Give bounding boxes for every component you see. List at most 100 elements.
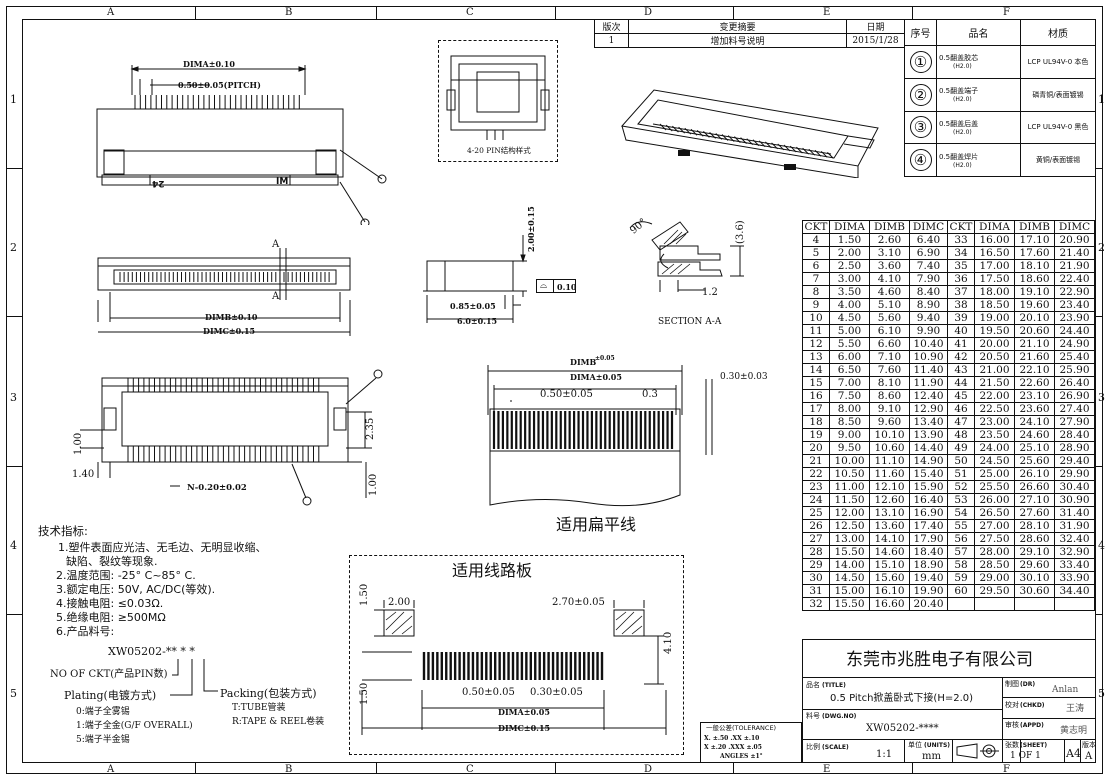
ckt-header-2: DIMB xyxy=(869,220,910,234)
ckt-cell: 10.50 xyxy=(829,467,870,481)
grid-row-label: 3 xyxy=(10,391,17,404)
ckt-cell: 4 xyxy=(802,233,830,247)
ckt-cell: 26.60 xyxy=(1014,480,1055,494)
ckt-cell: 27.10 xyxy=(1014,493,1055,507)
ckt-cell: 24.10 xyxy=(1014,415,1055,429)
ckt-cell: 21.40 xyxy=(1054,246,1095,260)
ckt-cell: 29.40 xyxy=(1054,454,1095,468)
ckt-header-3: DIMC xyxy=(909,220,948,234)
ckt-cell: 18 xyxy=(802,415,830,429)
ckt-cell: 10.90 xyxy=(909,350,948,364)
dim-085: 0.85±0.05 xyxy=(450,301,496,311)
parts-row: ④ 0.5翻盖焊片(H2.0) 黄铜/表面镀锡 xyxy=(904,143,1096,177)
tb-name-value: 0.5 Pitch掀盖卧式下接(H=2.0) xyxy=(830,693,974,704)
part-name-1: 0.5翻盖胶芯 xyxy=(939,54,979,63)
tb-line xyxy=(802,739,1096,740)
ckt-cell: 2.50 xyxy=(829,259,870,273)
tb-sheet-value: 1 OF 1 xyxy=(1010,751,1041,761)
ckt-cell: 14.50 xyxy=(829,571,870,585)
part-no-4: ④ xyxy=(909,149,932,172)
ckt-cell: 35 xyxy=(947,259,975,273)
ckt-cell: 7.00 xyxy=(829,376,870,390)
rev-1-date: 2015/1/28 xyxy=(846,33,905,48)
tb-line xyxy=(802,709,1002,710)
ckt-cell: 38 xyxy=(947,298,975,312)
tb-line xyxy=(952,739,953,763)
rev-1-ver: 1 xyxy=(594,33,629,48)
fpc-dima: DIMA±0.05 xyxy=(570,372,622,382)
ckt-cell: 22.90 xyxy=(1054,285,1095,299)
ckt-cell: 2.00 xyxy=(829,246,870,260)
grid-tick xyxy=(6,316,22,317)
grid-row-label: 2 xyxy=(1098,241,1105,254)
ckt-cell: 19.60 xyxy=(1014,298,1055,312)
pcb-pitch: 0.50±0.05 xyxy=(462,687,515,698)
dima-top-label: DIMA±0.10 xyxy=(183,59,235,69)
ckt-cell: 33.40 xyxy=(1054,558,1095,572)
ckt-cell: 20.60 xyxy=(1014,324,1055,338)
grid-tick xyxy=(1096,466,1103,467)
ckt-cell: 6.90 xyxy=(909,246,948,260)
ckt-cell: 17.50 xyxy=(974,272,1015,286)
parts-table: 序号 品名 材质 ① 0.5翻盖胶芯(H2.0) LCP UL94V-0 本色 … xyxy=(904,19,1096,177)
ckt-cell: 29.60 xyxy=(1014,558,1055,572)
ckt-cell: 56 xyxy=(947,532,975,546)
ckt-cell: 15.00 xyxy=(829,584,870,598)
tolerance-row-3: ANGLES ±1° xyxy=(720,753,763,760)
ckt-cell: 29 xyxy=(802,558,830,572)
ckt-cell: 23.40 xyxy=(1054,298,1095,312)
title-block xyxy=(802,639,1096,763)
ckt-cell: 6.50 xyxy=(829,363,870,377)
tb-line xyxy=(1020,739,1021,763)
ckt-cell: 30.90 xyxy=(1054,493,1095,507)
ckt-cell: 29.00 xyxy=(974,571,1015,585)
ckt-cell: 25.00 xyxy=(974,467,1015,481)
ckt-cell: 23.50 xyxy=(974,428,1015,442)
rev-h-summary: 变更摘要 xyxy=(628,19,847,34)
ckt-cell: 19.40 xyxy=(909,571,948,585)
ckt-cell: 20.40 xyxy=(909,597,948,611)
pcb-dima: DIMA±0.05 xyxy=(498,707,550,717)
ckt-cell: 7.10 xyxy=(869,350,910,364)
ckt-header-1: DIMA xyxy=(829,220,870,234)
tb-dwg-label-en: (DWG.NO) xyxy=(822,713,857,720)
dim-36: (3.6) xyxy=(735,220,746,244)
tb-name-label: 品名 xyxy=(806,681,820,689)
outer-frame xyxy=(6,6,1103,774)
ckt-cell: 23.60 xyxy=(1014,402,1055,416)
ckt-cell: 27.90 xyxy=(1054,415,1095,429)
ckt-cell: 26.40 xyxy=(1054,376,1095,390)
specs-title: 技术指标: xyxy=(38,524,88,538)
tb-unit-label: 单位 xyxy=(908,741,922,749)
ckt-cell: 54 xyxy=(947,506,975,520)
ckt-cell: 13 xyxy=(802,350,830,364)
grid-col-label: F xyxy=(1003,7,1010,18)
grid-col-label: D xyxy=(644,764,653,775)
tb-name-label-en: (TITLE) xyxy=(822,682,846,689)
pcb-dimc: DIMC±0.15 xyxy=(498,723,551,733)
ckt-cell: 15.90 xyxy=(909,480,948,494)
ckt-cell: 6.00 xyxy=(829,350,870,364)
grid-col-label: F xyxy=(1003,764,1010,775)
pcb-drawing xyxy=(361,600,667,735)
dim-100b: 1.00 xyxy=(368,473,379,496)
ckt-cell: 6.40 xyxy=(909,233,948,247)
company-name: 东莞市兆胜电子有限公司 xyxy=(846,650,1033,670)
ckt-cell: 16.60 xyxy=(869,597,910,611)
ckt-cell xyxy=(947,597,975,611)
ckt-cell: 30 xyxy=(802,571,830,585)
ckt-cell: 58 xyxy=(947,558,975,572)
flatness-box xyxy=(536,279,576,293)
ckt-cell: 5.60 xyxy=(869,311,910,325)
section-mark-a2: A xyxy=(272,291,280,302)
dim-n: N-0.20±0.02 xyxy=(187,483,247,493)
tolerance-row-2: X ±.20 .XXX ±.05 xyxy=(704,744,762,751)
